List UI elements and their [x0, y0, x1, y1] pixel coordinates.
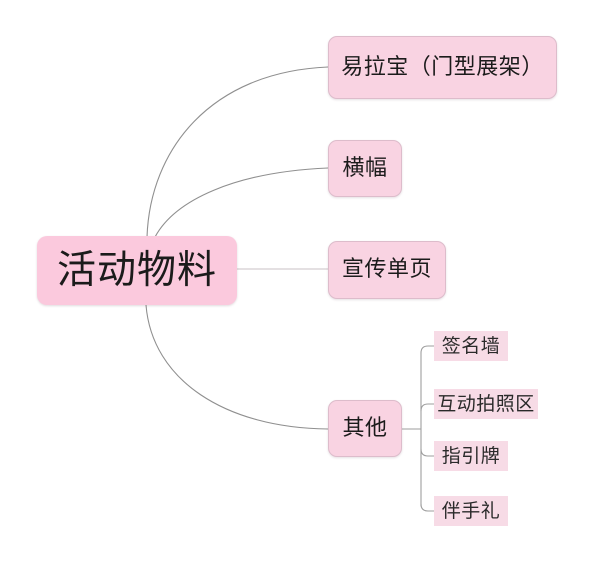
branch-node-qita[interactable]: 其他	[328, 400, 402, 457]
leaf-node-zhiyinpai[interactable]: 指引牌	[434, 441, 508, 471]
connector-branch-3-to-leaf-3	[420, 503, 435, 512]
connector-branch-3-to-leaf-0	[420, 345, 435, 354]
branch-node-xuanchuandanye[interactable]: 宣传单页	[328, 241, 446, 299]
root-node[interactable]: 活动物料	[37, 236, 237, 305]
leaf-node-banshouli[interactable]: 伴手礼	[434, 496, 508, 526]
connector-branch-3-to-leaf-1	[420, 403, 435, 412]
connector-root-to-branch-0	[146, 66, 329, 238]
branch-node-yilabao[interactable]: 易拉宝（门型展架）	[328, 36, 557, 99]
leaf-node-qianmingqiang[interactable]: 签名墙	[434, 331, 508, 361]
connector-branch-3-to-leaf-2	[420, 448, 435, 457]
branch-node-hengfu[interactable]: 横幅	[328, 140, 402, 197]
connector-root-to-branch-1	[154, 167, 329, 238]
connector-root-to-branch-3	[145, 304, 329, 430]
leaf-node-hudongpaizhaoqu[interactable]: 互动拍照区	[434, 389, 538, 419]
